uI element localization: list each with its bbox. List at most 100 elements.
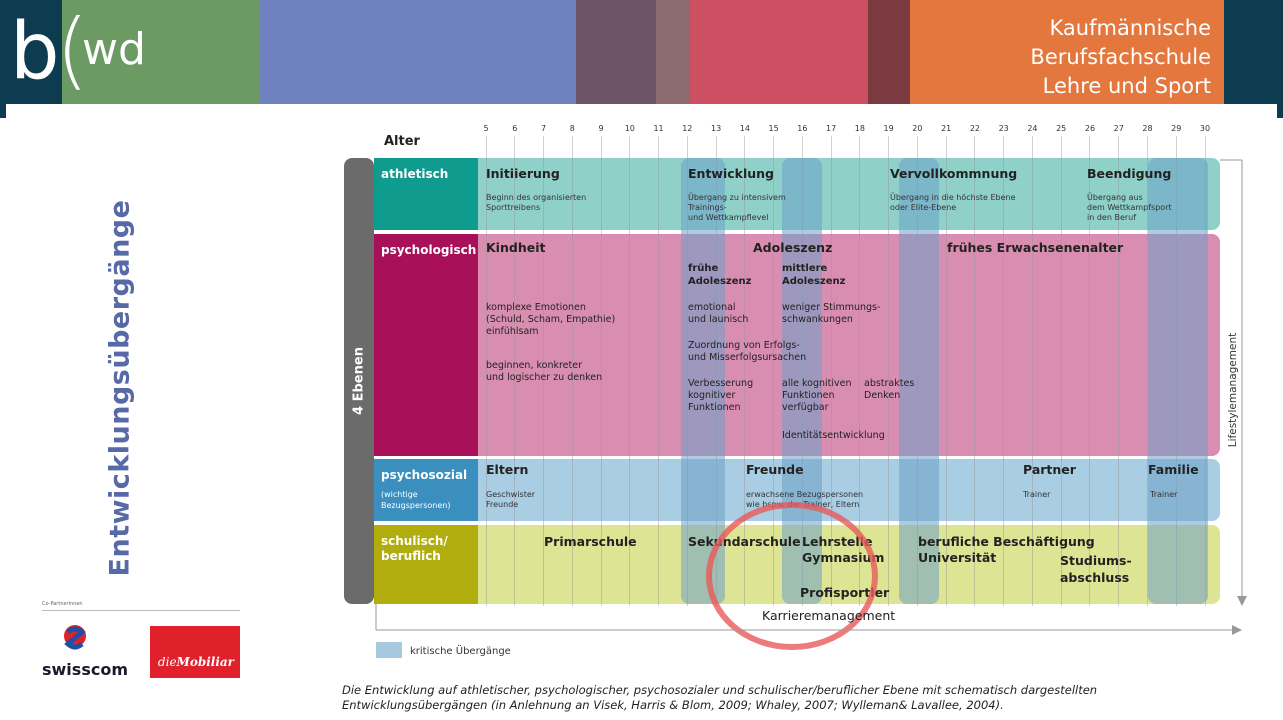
label-athletisch: athletisch	[374, 158, 478, 230]
school-line-2: Berufsfachschule	[1030, 45, 1211, 69]
age-gridline	[773, 136, 775, 606]
age-tick: 5	[483, 124, 489, 133]
bezug-familie-text: Trainer	[1150, 490, 1178, 499]
age-gridline	[485, 136, 487, 606]
age-tick: 29	[1171, 124, 1182, 133]
age-tick: 9	[598, 124, 604, 133]
age-gridline	[1031, 136, 1033, 606]
karriere-label: Karrieremanagement	[762, 608, 896, 623]
label-psychosozial-text: psychosozial	[381, 468, 468, 482]
beruf-universitaet: Universität	[918, 550, 997, 565]
age-gridline	[571, 136, 573, 606]
age-tick: 8	[569, 124, 575, 133]
phase-kindheit: Kindheit	[486, 240, 546, 255]
age-tick: 19	[883, 124, 894, 133]
age-gridline	[1003, 136, 1005, 606]
header-bar: b ( wd Kaufmännische Berufsfachschule Le…	[0, 0, 1283, 118]
age-tick: 10	[624, 124, 635, 133]
mittlere-adoleszenz: mittlere Adoleszenz	[782, 263, 846, 287]
bezug-freunde: Freunde	[746, 462, 804, 477]
age-gridline	[1089, 136, 1091, 606]
age-gridline	[888, 136, 890, 606]
label-athletisch-text: athletisch	[381, 167, 449, 181]
phase-vervollkommnung-text: Übergang in die höchste Ebene oder Elite…	[890, 193, 1016, 212]
partners-caption: Co-Partnerinnen	[42, 601, 83, 607]
age-gridline	[859, 136, 861, 606]
bezug-eltern: Eltern	[486, 462, 529, 477]
header-segment-rose	[656, 0, 690, 104]
phase-entwicklung-text: Übergang zu intensivem Trainings- und We…	[688, 193, 786, 222]
header-segment-orange	[910, 0, 1224, 104]
zuordnung-ursachen: Zuordnung von Erfolgs- und Misserfolgsur…	[688, 340, 807, 363]
age-tick: 21	[941, 124, 952, 133]
verbesserung-kognitiv: Verbesserung kognitiver Funktionen	[688, 378, 754, 413]
age-tick: 12	[682, 124, 693, 133]
mobiliar-logo: dieMobiliar	[150, 626, 240, 678]
age-gridline	[543, 136, 545, 606]
label-schulisch-text: schulisch/ beruflich	[381, 534, 448, 563]
header-segment-red	[690, 0, 868, 104]
levels-side-bar: 4 Ebenen	[344, 158, 374, 604]
critical-transition-12	[681, 158, 725, 604]
age-tick: 26	[1084, 124, 1096, 133]
age-tick: 16	[797, 124, 808, 133]
age-gridline	[600, 136, 602, 606]
age-tick: 11	[653, 124, 664, 133]
header-segment-green	[62, 0, 260, 104]
beruf-studiumsabschluss: Studiums- abschluss	[1060, 553, 1132, 585]
age-tick: 28	[1142, 124, 1153, 133]
phase-vervollkommnung: Vervollkommnung	[890, 166, 1018, 181]
school-name: Kaufmännische Berufsfachschule Lehre und…	[1030, 14, 1211, 101]
stimmungsschwankungen: weniger Stimmungs- schwankungen	[782, 302, 881, 325]
partners-divider	[42, 610, 240, 611]
label-psychosozial-sub: (wichtige Bezugspersonen)	[381, 490, 451, 510]
abstraktes-denken: abstraktes Denken	[864, 378, 915, 401]
label-schulisch: schulisch/ beruflich	[374, 525, 478, 604]
bezug-familie: Familie	[1148, 462, 1199, 477]
mobiliar-wordmark: dieMobiliar	[157, 655, 234, 669]
header-segment-maroon	[868, 0, 910, 104]
age-gridline	[514, 136, 516, 606]
emotional-launisch: emotional und launisch	[688, 302, 749, 325]
header-segment-blue	[260, 0, 576, 104]
age-tick: 24	[1027, 124, 1038, 133]
age-tick: 7	[540, 124, 547, 133]
age-gridline	[945, 136, 947, 606]
age-tick: 30	[1199, 124, 1211, 133]
phase-adoleszenz: Adoleszenz	[753, 240, 833, 255]
age-gridline	[830, 136, 832, 606]
kindheit-denken: beginnen, konkreter und logischer zu den…	[486, 360, 603, 383]
age-gridline	[1060, 136, 1062, 606]
label-psychologisch-text: psychologisch	[381, 243, 477, 257]
age-tick: 13	[710, 124, 722, 133]
label-psychosozial: psychosozial (wichtige Bezugspersonen)	[374, 459, 478, 521]
critical-transition-20	[899, 158, 939, 604]
highlight-circle	[706, 502, 878, 650]
figure-caption: Die Entwicklung auf athletischer, psycho…	[342, 683, 1098, 712]
logo-letter: b	[10, 7, 60, 97]
schule-primar: Primarschule	[544, 534, 637, 549]
age-gridline	[1146, 136, 1148, 606]
age-gridline	[974, 136, 976, 606]
age-tick: 15	[768, 124, 779, 133]
legend-swatch	[376, 642, 402, 658]
phase-erwachsenenalter: frühes Erwachsenenalter	[947, 240, 1124, 255]
logo-paren: (	[56, 1, 89, 99]
phase-initiierung: Initiierung	[486, 166, 560, 181]
phase-entwicklung: Entwicklung	[688, 166, 774, 181]
header-segment-mauve	[576, 0, 656, 104]
legend-label: kritische Übergänge	[410, 646, 511, 657]
age-gridline	[658, 136, 660, 606]
age-tick: 14	[739, 124, 750, 133]
age-gridline	[1118, 136, 1120, 606]
school-line-1: Kaufmännische	[1049, 16, 1211, 40]
logo-wd: wd	[82, 24, 146, 75]
swisscom-wordmark: swisscom	[42, 660, 128, 679]
beruf-beschaeftigung: berufliche Beschäftigung	[918, 534, 1095, 549]
bezug-partner-text: Trainer	[1023, 490, 1051, 499]
age-gridline	[744, 136, 746, 606]
age-tick: 22	[969, 124, 980, 133]
phase-beendigung-text: Übergang aus dem Wettkampfsport in den B…	[1087, 193, 1172, 222]
fruehe-adoleszenz: frühe Adoleszenz	[688, 263, 752, 287]
